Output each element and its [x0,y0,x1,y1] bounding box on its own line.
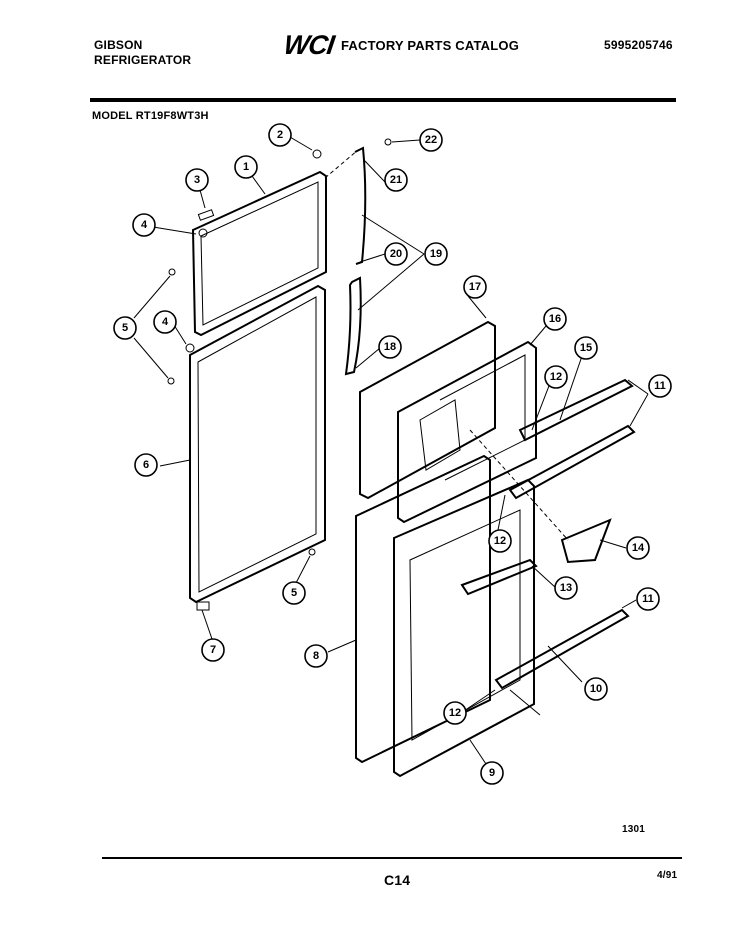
model-number: MODEL RT19F8WT3H [92,110,209,122]
product-type: REFRIGERATOR [94,53,192,67]
callout-14: 14 [626,536,650,560]
brand-name: GIBSON [94,38,143,52]
freezer-liner [359,320,537,524]
callout-12-middle: 12 [488,529,512,553]
svg-text:15: 15 [580,342,592,354]
revision-date: 4/91 [657,870,678,881]
svg-text:14: 14 [632,542,645,554]
svg-text:11: 11 [654,380,666,392]
svg-text:3: 3 [194,174,200,186]
page-number: C14 [384,872,411,888]
svg-text:18: 18 [384,341,396,353]
hinge-hardware [167,149,322,611]
svg-text:22: 22 [425,134,437,146]
callout-16: 16 [543,307,567,331]
svg-text:6: 6 [143,459,149,471]
callout-10: 10 [584,677,608,701]
fresh-food-liner [355,454,535,778]
callout-4-lower: 4 [153,310,177,334]
svg-text:8: 8 [313,650,319,662]
svg-text:1: 1 [243,161,249,173]
svg-text:16: 16 [549,313,561,325]
callout-18: 18 [378,335,402,359]
callout-5-left: 5 [113,316,137,340]
callout-2: 2 [268,123,292,147]
callout-7: 7 [201,638,225,662]
callout-1: 1 [234,155,258,179]
svg-text:19: 19 [430,248,442,260]
svg-text:4: 4 [162,316,169,328]
callout-9: 9 [480,761,504,785]
callout-8: 8 [304,644,328,668]
callout-22: 22 [419,128,443,152]
callout-17: 17 [463,275,487,299]
header-rule [90,98,676,102]
callout-5-bottom: 5 [282,581,306,605]
fresh-food-door-gasket [189,284,326,604]
callout-13: 13 [554,576,578,600]
callout-12-top: 12 [544,365,568,389]
leader-lines [133,136,649,765]
svg-text:17: 17 [469,281,481,293]
svg-text:5: 5 [291,587,297,599]
svg-text:20: 20 [390,248,402,260]
svg-text:12: 12 [550,371,562,383]
callout-19: 19 [424,242,448,266]
svg-text:13: 13 [560,582,572,594]
svg-text:12: 12 [494,535,506,547]
svg-text:2: 2 [277,129,283,141]
svg-text:9: 9 [489,767,495,779]
door-handle [324,138,392,376]
catalog-title: FACTORY PARTS CATALOG [341,38,520,53]
svg-text:12: 12 [449,707,461,719]
freezer-door-gasket [191,170,327,337]
catalog-part-number: 5995205746 [604,38,673,52]
svg-text:5: 5 [122,322,128,334]
svg-text:21: 21 [390,174,402,186]
door-shelves [460,378,636,690]
callout-15: 15 [574,336,598,360]
callout-11-upper: 11 [648,374,672,398]
svg-text:10: 10 [590,683,602,695]
callout-6: 6 [134,453,158,477]
callout-4-upper: 4 [132,213,156,237]
callout-12-bottom: 12 [443,701,467,725]
callout-20: 20 [384,242,408,266]
footer-rule [102,857,682,859]
illustration-reference: 1301 [622,824,646,835]
svg-text:7: 7 [210,644,216,656]
svg-text:11: 11 [642,593,654,605]
callout-11-lower: 11 [636,587,660,611]
svg-text:4: 4 [141,219,148,231]
callout-3: 3 [185,168,209,192]
callout-21: 21 [384,168,408,192]
